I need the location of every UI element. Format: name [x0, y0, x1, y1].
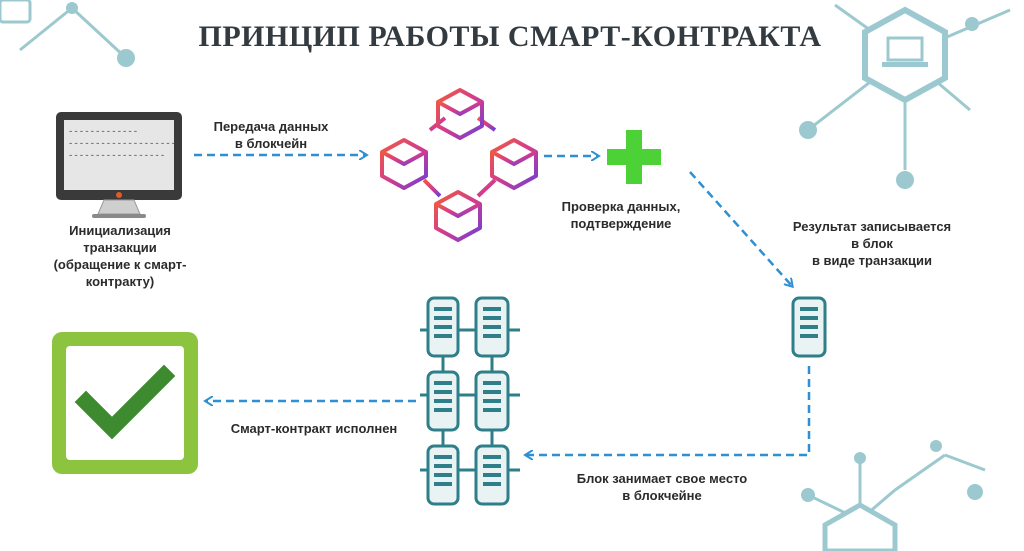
plus-icon: [607, 130, 661, 184]
label-contract-executed: Смарт-контракт исполнен: [214, 420, 414, 437]
label-block-record: Результат записывается в блок в виде тра…: [782, 218, 962, 269]
label-init-line-1: Инициализация: [69, 223, 171, 238]
decoration-network-bottom-right: [801, 440, 986, 551]
label-record-line-1: Результат записывается: [792, 219, 952, 234]
monitor-text-line-1: -------------: [68, 127, 138, 137]
label-verify-line-2: подтверждение: [570, 216, 672, 231]
label-verify-line-1: Проверка данных,: [561, 199, 681, 214]
label-block-place: Блок занимает свое место в блокчейне: [562, 470, 762, 504]
label-place-line-1: Блок занимает свое место: [576, 471, 748, 486]
page-title: ПРИНЦИП РАБОТЫ СМАРТ-КОНТРАКТА: [198, 20, 822, 53]
computer-monitor-icon: ------------- -------------------- -----…: [56, 112, 182, 218]
decoration-network-top-left: [0, 0, 135, 67]
arrow-to-blockchain-place: [526, 366, 811, 455]
label-done-line-1: Смарт-контракт исполнен: [230, 421, 398, 436]
server-cluster-slots: [434, 307, 501, 486]
label-verification: Проверка данных, подтверждение: [546, 198, 696, 232]
label-init-line-2: транзакции: [83, 240, 157, 255]
label-record-line-3: в виде транзакции: [811, 253, 933, 268]
label-transfer-line-2: в блокчейн: [234, 136, 308, 151]
monitor-text-line-3: ------------------: [68, 151, 165, 161]
label-transfer-line-1: Передача данных: [213, 119, 329, 134]
laptop-icon: [882, 36, 928, 67]
label-data-transfer: Передача данных в блокчейн: [196, 118, 346, 152]
monitor-text-line-2: --------------------: [68, 139, 176, 149]
blockchain-cubes-icon: [380, 88, 538, 242]
label-place-line-2: в блокчейне: [622, 488, 702, 503]
label-record-line-2: в блок: [851, 236, 893, 251]
label-init-transaction: Инициализация транзакции (обращение к см…: [20, 222, 220, 290]
server-icon-single: [791, 296, 827, 358]
arrow-to-block-record: [689, 171, 792, 286]
checkmark-icon: [52, 332, 198, 474]
label-init-line-3: (обращение к смарт-контракту): [53, 257, 187, 289]
decoration-network-top-right: [799, 3, 1011, 189]
